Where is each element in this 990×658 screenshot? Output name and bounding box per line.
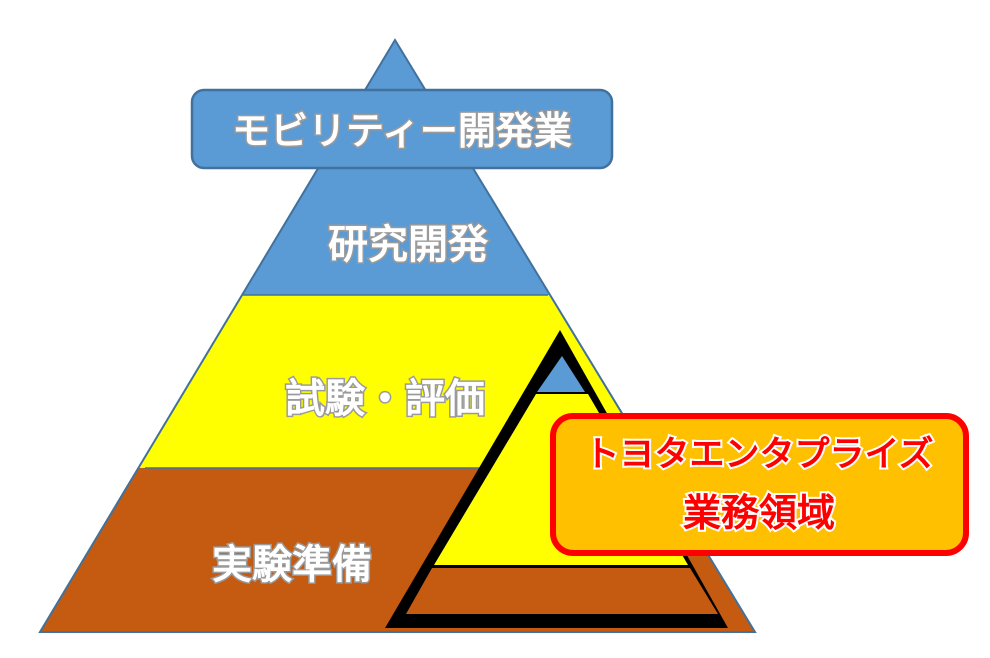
layer-preparation-label: 実験準備 — [212, 542, 372, 588]
callout-box: トヨタエンタプライズ 業務領域 — [550, 413, 969, 556]
callout-background — [550, 413, 969, 556]
top-banner-box — [190, 88, 614, 170]
layer-research-label: 研究開発 — [328, 222, 489, 268]
callout-line1: トヨタエンタプライズ — [585, 434, 934, 475]
highlight-brown-band — [406, 568, 718, 614]
top-banner-label: モビリティー開発業 — [232, 109, 572, 153]
top-banner: モビリティー開発業 — [190, 88, 614, 170]
pyramid-outline — [38, 38, 757, 633]
callout-line2: 業務領域 — [683, 491, 835, 535]
highlight-blue-tip — [537, 356, 585, 392]
layer-testing-label: 試験・評価 — [285, 376, 485, 422]
